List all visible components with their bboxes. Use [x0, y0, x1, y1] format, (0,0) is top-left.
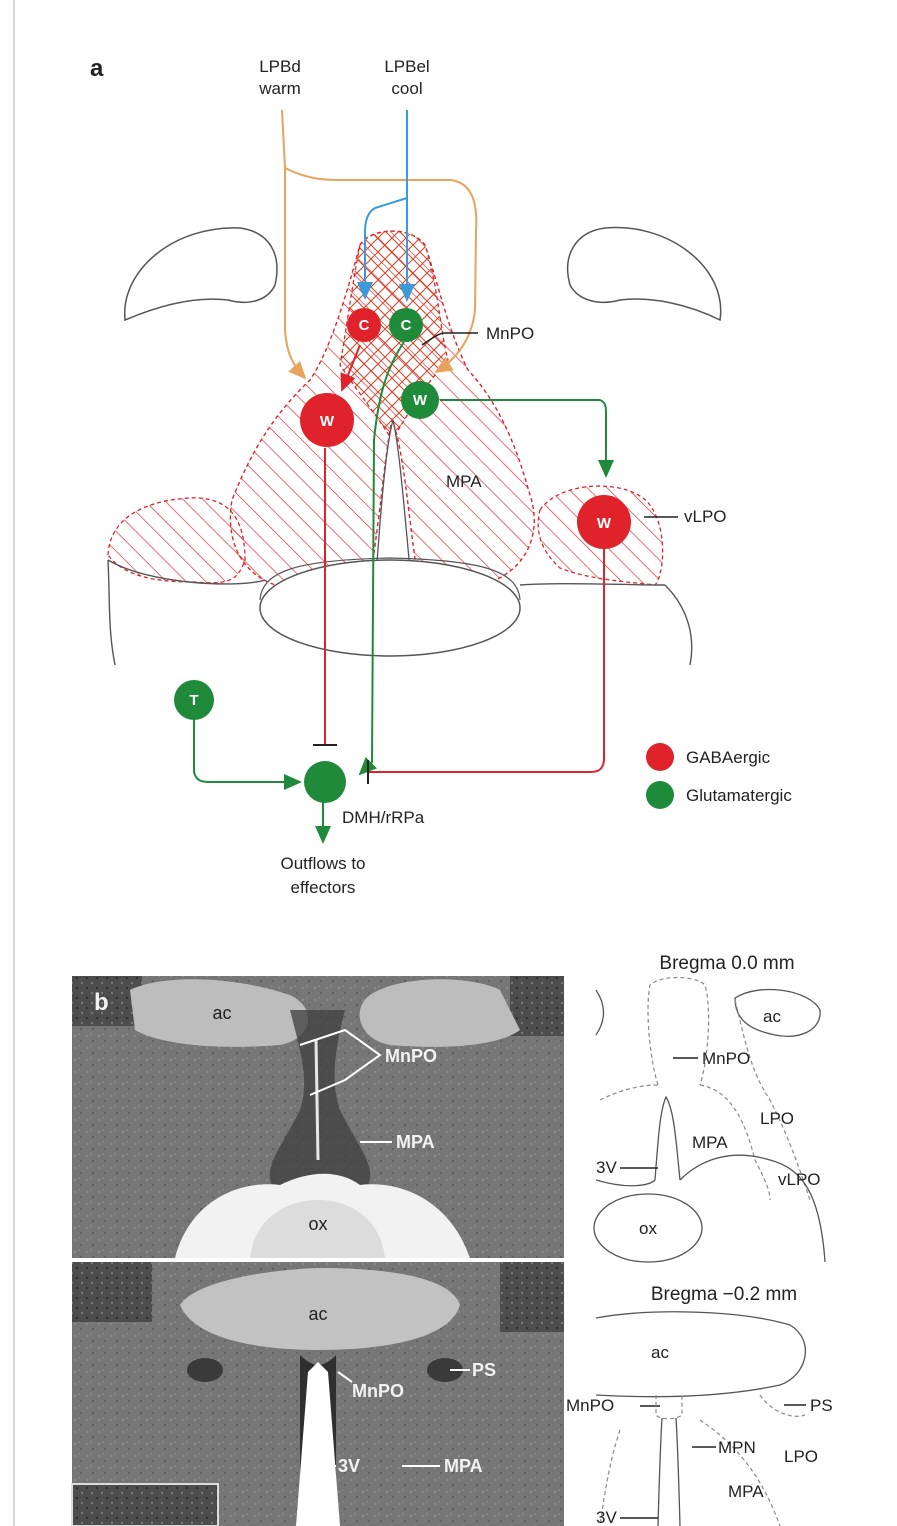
- photo-bottom: [72, 1262, 564, 1526]
- neuron-dmh-glut: [304, 761, 346, 803]
- dmh-label: DMH/rRPa: [342, 808, 425, 827]
- svg-text:C: C: [359, 317, 370, 334]
- top-photo-mnpo: MnPO: [385, 1046, 437, 1066]
- svg-text:LPO: LPO: [784, 1447, 818, 1466]
- legend-swatch-glut: [646, 781, 674, 809]
- top-photo-ox: ox: [308, 1214, 327, 1234]
- bottom-photo-3v: 3V: [338, 1456, 360, 1476]
- atlas-bottom-title: Bregma −0.2 mm: [651, 1284, 797, 1305]
- legend: GABAergic Glutamatergic: [646, 743, 792, 809]
- lpbd-label: LPBd: [259, 57, 301, 76]
- neuron-w-vlpo: W: [577, 495, 631, 549]
- legend-label-glut: Glutamatergic: [686, 786, 792, 805]
- svg-text:LPO: LPO: [760, 1109, 794, 1128]
- svg-text:W: W: [413, 392, 428, 409]
- svg-text:3V: 3V: [596, 1508, 617, 1526]
- panel-b-label: b: [94, 989, 109, 1016]
- outflows-label-1: Outflows to: [280, 854, 365, 873]
- legend-label-gaba: GABAergic: [686, 748, 771, 767]
- warm-label: warm: [258, 79, 301, 98]
- panel-a-label: a: [90, 55, 104, 82]
- optic-chiasm-a: [260, 560, 520, 656]
- svg-text:T: T: [189, 692, 198, 709]
- t-to-dmh: [194, 718, 300, 782]
- legend-swatch-gaba: [646, 743, 674, 771]
- svg-text:W: W: [320, 413, 335, 430]
- atlas-top: Bregma 0.0 mm ac ox MnPO LPO MPA 3V vLPO: [594, 953, 825, 1262]
- lpbel-label: LPBel: [384, 57, 429, 76]
- neuron-w-glut: W: [401, 381, 439, 419]
- svg-text:ac: ac: [763, 1007, 781, 1026]
- svg-text:vLPO: vLPO: [778, 1170, 821, 1189]
- neuron-w-gaba: W: [300, 393, 354, 447]
- bottom-photo-ps: PS: [472, 1360, 496, 1380]
- neuron-c-glut: C: [389, 308, 423, 342]
- svg-text:MPA: MPA: [728, 1482, 764, 1501]
- atlas-bottom: Bregma −0.2 mm ac MnPO PS MPN LPO MPA 3V: [566, 1284, 833, 1526]
- cool-label: cool: [391, 79, 422, 98]
- neuron-c-gaba: C: [347, 308, 381, 342]
- svg-text:PS: PS: [810, 1396, 833, 1415]
- svg-text:MnPO: MnPO: [702, 1049, 750, 1068]
- svg-text:MnPO: MnPO: [566, 1396, 614, 1415]
- svg-text:ac: ac: [651, 1343, 669, 1362]
- atlas-top-title: Bregma 0.0 mm: [659, 953, 794, 974]
- ac-outline-right: [568, 227, 721, 320]
- svg-text:MPN: MPN: [718, 1438, 756, 1457]
- bottom-photo-ac: ac: [308, 1304, 327, 1324]
- vlpo-label: vLPO: [684, 507, 727, 526]
- neuron-t-glut: T: [174, 680, 214, 720]
- svg-text:C: C: [401, 317, 412, 334]
- svg-text:ox: ox: [639, 1219, 657, 1238]
- top-photo-ac: ac: [212, 1003, 231, 1023]
- ac-outline-left: [125, 228, 277, 320]
- svg-text:MPA: MPA: [692, 1133, 728, 1152]
- mpa-label: MPA: [446, 472, 482, 491]
- bottom-photo-mnpo: MnPO: [352, 1381, 404, 1401]
- top-photo-mpa: MPA: [396, 1132, 435, 1152]
- mnpo-label: MnPO: [486, 324, 534, 343]
- svg-text:W: W: [597, 515, 612, 532]
- outflows-label-2: effectors: [291, 878, 356, 897]
- bottom-photo-mpa: MPA: [444, 1456, 483, 1476]
- svg-text:3V: 3V: [596, 1158, 617, 1177]
- lpbd-warm-branch: [285, 168, 305, 378]
